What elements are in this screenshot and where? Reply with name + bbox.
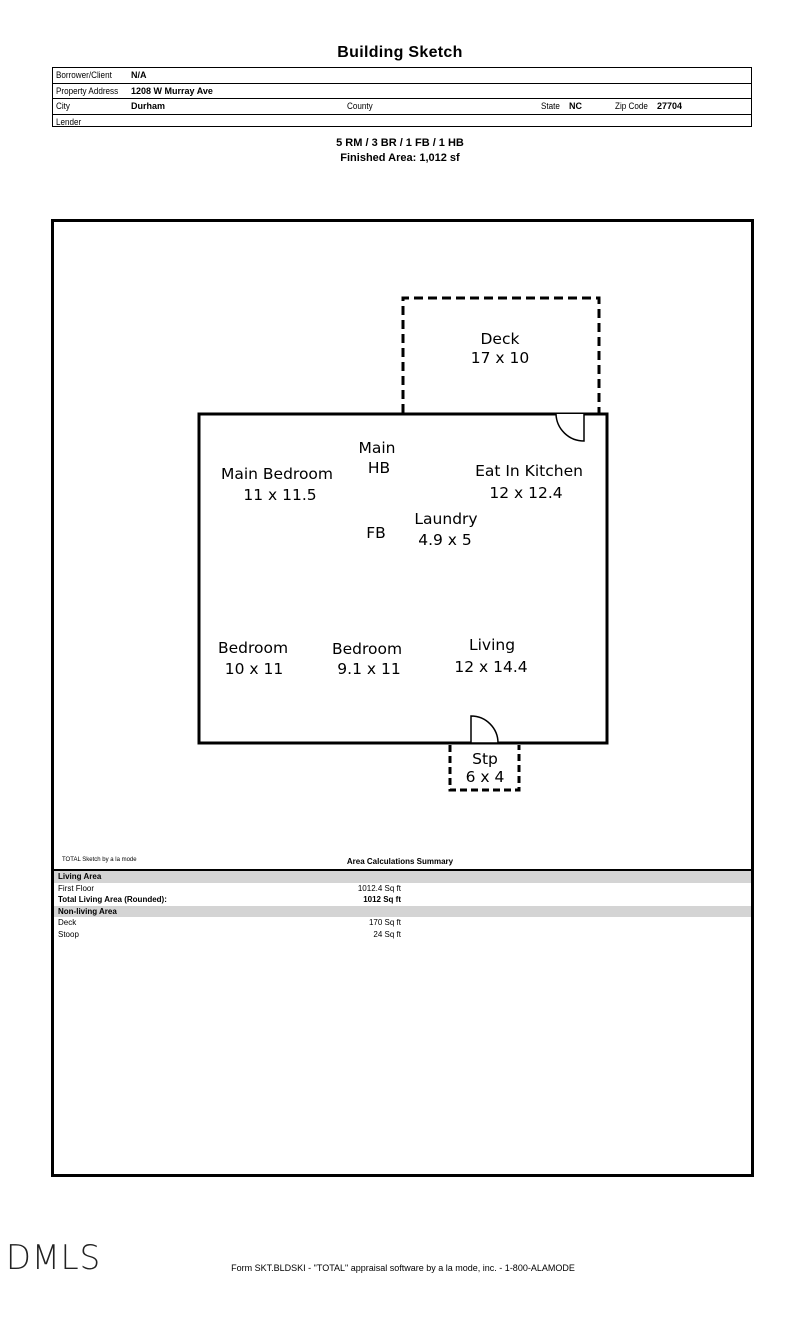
first-floor-label: First Floor xyxy=(58,883,94,893)
lender-row: Lender xyxy=(53,115,751,130)
deck-outline xyxy=(401,296,601,413)
city-value: Durham xyxy=(131,101,166,111)
first-floor-value: 1012.4 Sq ft xyxy=(357,883,401,893)
bedroom2-dims: 9.1 x 11 xyxy=(337,660,400,678)
dmls-watermark-logo: DMLS xyxy=(6,1238,102,1278)
area-calc-table: Living Area First Floor 1012.4 Sq ft Tot… xyxy=(54,869,751,940)
stoop-area-row: Stoop 24 Sq ft xyxy=(54,929,751,941)
laundry-dims: 4.9 x 5 xyxy=(418,531,472,549)
city-row: City Durham County State NC Zip Code 277… xyxy=(53,99,751,115)
deck-area-row: Deck 170 Sq ft xyxy=(54,917,751,929)
borrower-value: N/A xyxy=(131,70,147,80)
sketch-software-note: TOTAL Sketch by a la mode xyxy=(62,857,137,863)
bedroom1-label: Bedroom xyxy=(218,639,288,657)
fb-label: FB xyxy=(366,524,386,542)
deck-label: Deck xyxy=(481,330,520,348)
main-hb-label-2: HB xyxy=(368,459,390,477)
stoop-area-label: Stoop xyxy=(58,929,79,939)
zip-value: 27704 xyxy=(657,101,683,111)
kitchen-dims: 12 x 12.4 xyxy=(489,484,562,502)
living-area-header: Living Area xyxy=(54,871,751,883)
area-calc-title: Area Calculations Summary xyxy=(346,857,454,866)
form-footer: Form SKT.BLDSKI - "TOTAL" appraisal soft… xyxy=(231,1263,575,1273)
borrower-row: Borrower/Client N/A xyxy=(53,68,751,84)
laundry-label: Laundry xyxy=(414,510,477,528)
state-value: NC xyxy=(569,101,582,111)
kitchen-label: Eat In Kitchen xyxy=(475,462,583,480)
nonliving-area-header: Non-living Area xyxy=(54,905,751,917)
room-summary: 5 RM / 3 BR / 1 FB / 1 HB Finished Area:… xyxy=(0,136,800,166)
room-count: 5 RM / 3 BR / 1 FB / 1 HB xyxy=(336,137,464,149)
deck-dims: 17 x 10 xyxy=(471,349,529,367)
state-label: State xyxy=(541,101,560,111)
stoop-area-value: 24 Sq ft xyxy=(373,929,401,939)
county-label: County xyxy=(347,101,373,111)
finished-area: Finished Area: 1,012 sf xyxy=(340,152,460,164)
address-row: Property Address 1208 W Murray Ave xyxy=(53,84,751,99)
total-living-label: Total Living Area (Rounded): xyxy=(58,895,167,904)
main-bedroom-label: Main Bedroom xyxy=(221,465,333,483)
house-outline xyxy=(197,412,609,745)
stoop-label: Stp xyxy=(472,750,498,768)
living-dims: 12 x 14.4 xyxy=(454,658,527,676)
living-area-header-label: Living Area xyxy=(58,872,102,881)
property-info-table: Borrower/Client N/A Property Address 120… xyxy=(52,67,752,127)
deck-area-value: 170 Sq ft xyxy=(368,918,401,927)
address-value: 1208 W Murray Ave xyxy=(131,85,213,96)
first-floor-row: First Floor 1012.4 Sq ft xyxy=(54,883,751,895)
zip-label: Zip Code xyxy=(615,101,648,111)
nonliving-area-header-label: Non-living Area xyxy=(58,906,117,916)
borrower-label: Borrower/Client xyxy=(56,70,112,80)
sketch-frame xyxy=(51,219,754,1177)
living-label: Living xyxy=(469,636,515,654)
city-label: City xyxy=(56,101,70,111)
page-title: Building Sketch xyxy=(337,44,463,61)
main-hb-label-1: Main xyxy=(358,439,395,457)
address-label: Property Address xyxy=(56,85,119,96)
total-living-value: 1012 Sq ft xyxy=(363,895,401,904)
stoop-dims: 6 x 4 xyxy=(466,768,505,786)
total-living-row: Total Living Area (Rounded): 1012 Sq ft xyxy=(54,894,751,906)
front-door-swing xyxy=(470,715,499,744)
bedroom2-label: Bedroom xyxy=(332,640,402,658)
rear-door-swing xyxy=(555,413,585,442)
main-bedroom-dims: 11 x 11.5 xyxy=(243,486,316,504)
stoop-outline xyxy=(448,745,521,792)
lender-label: Lender xyxy=(56,116,82,127)
bedroom1-dims: 10 x 11 xyxy=(225,660,283,678)
deck-area-label: Deck xyxy=(58,918,77,927)
